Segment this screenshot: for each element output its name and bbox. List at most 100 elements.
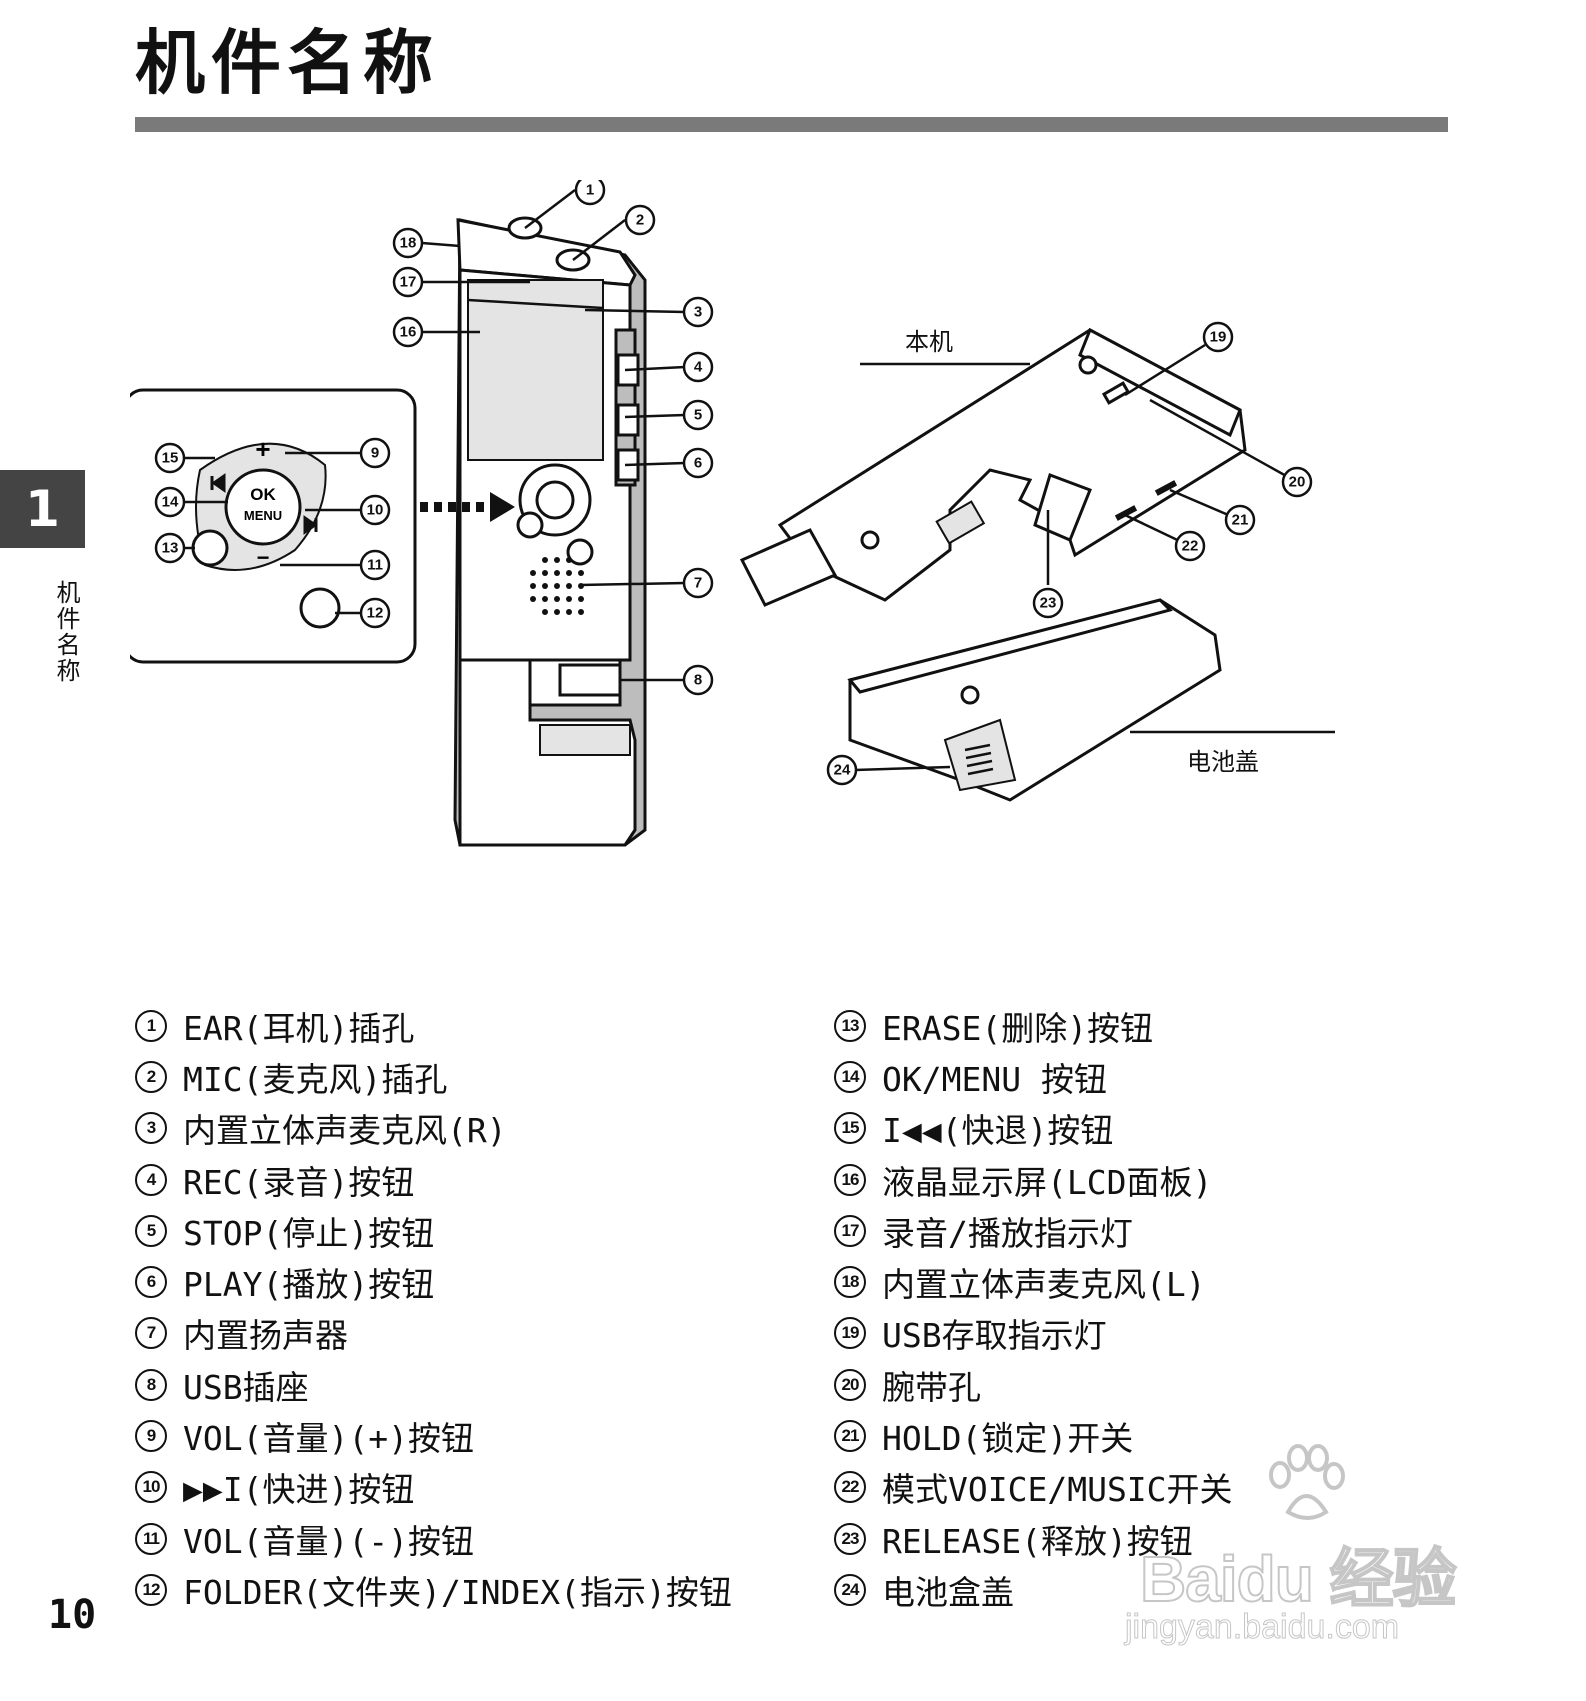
chapter-side-label: 机件名称 — [52, 580, 80, 684]
item-number: 8 — [135, 1368, 167, 1401]
item-text: 腕带孔 — [882, 1367, 981, 1407]
callout-15: 15 — [154, 442, 186, 474]
svg-text:2: 2 — [636, 212, 644, 229]
item-text: I◀◀(快退)按钮 — [882, 1111, 1114, 1151]
callout-13: 13 — [154, 532, 186, 564]
svg-text:22: 22 — [1182, 538, 1199, 555]
item-text: VOL(音量)(-)按钮 — [183, 1521, 474, 1561]
callout-1: 1 — [574, 180, 606, 206]
callout-22: 22 — [1174, 530, 1206, 562]
svg-text:21: 21 — [1232, 512, 1249, 529]
label-main-unit: 本机 — [905, 328, 953, 356]
watermark-url: jingyan.baidu.com — [1124, 1608, 1400, 1647]
svg-text:20: 20 — [1289, 474, 1306, 491]
item-number: 24 — [834, 1573, 866, 1606]
button-zoom-inset: OK MENU + − — [130, 388, 417, 664]
svg-text:12: 12 — [367, 605, 384, 622]
svg-text:4: 4 — [694, 359, 703, 376]
recorder-front — [453, 216, 647, 847]
item-text: 内置立体声麦克风(L) — [882, 1265, 1206, 1305]
page-number: 10 — [48, 1592, 97, 1638]
svg-text:13: 13 — [162, 540, 179, 557]
item-text: 电池盒盖 — [882, 1572, 1014, 1612]
svg-text:1: 1 — [586, 182, 594, 199]
speaker-grille — [530, 557, 584, 615]
item-text: FOLDER(文件夹)/INDEX(指示)按钮 — [183, 1572, 732, 1612]
svg-text:11: 11 — [367, 557, 383, 574]
list-item: 20 腕带孔 — [834, 1359, 1233, 1410]
svg-text:23: 23 — [1040, 595, 1057, 612]
item-number: 7 — [135, 1317, 167, 1350]
callout-4: 4 — [682, 351, 714, 383]
list-item: 17 录音/播放指示灯 — [834, 1205, 1233, 1256]
mode-switch-marks — [1114, 480, 1178, 521]
svg-text:9: 9 — [371, 445, 379, 462]
battery-cover-grip — [964, 743, 994, 776]
item-number: 23 — [834, 1522, 866, 1555]
minus-label: − — [257, 545, 270, 570]
label-battery-cover: 电池盖 — [1187, 748, 1259, 776]
item-text: STOP(停止)按钮 — [183, 1213, 435, 1253]
item-text: 内置立体声麦克风(R) — [183, 1111, 507, 1151]
watermark-logo-text: Baidu 经验 — [1139, 1542, 1458, 1616]
item-text: USB存取指示灯 — [882, 1316, 1107, 1356]
item-text: REC(录音)按钮 — [183, 1162, 415, 1202]
recorder-rear: 本机 — [739, 327, 1247, 607]
callout-17: 17 — [392, 266, 424, 298]
callout-5: 5 — [682, 399, 714, 431]
item-number: 13 — [834, 1009, 866, 1042]
item-number: 9 — [135, 1420, 167, 1453]
plus-label: + — [255, 434, 270, 464]
callout-8: 8 — [682, 664, 714, 696]
item-number: 5 — [135, 1214, 167, 1247]
item-number: 18 — [834, 1266, 866, 1299]
svg-text:16: 16 — [400, 324, 417, 341]
callout-21: 21 — [1224, 504, 1256, 536]
list-item: 10▶▶I(快进)按钮 — [135, 1462, 732, 1513]
callout-6: 6 — [682, 447, 714, 479]
item-text: EAR(耳机)插孔 — [183, 1008, 415, 1048]
callout-16: 16 — [392, 316, 424, 348]
item-number: 19 — [834, 1317, 866, 1350]
callout-14: 14 — [154, 486, 186, 518]
battery-cover: 电池盖 — [847, 598, 1335, 802]
item-number: 22 — [834, 1471, 866, 1504]
callout-12: 12 — [359, 597, 391, 629]
callout-10: 10 — [359, 494, 391, 526]
svg-text:3: 3 — [694, 304, 702, 321]
callout-20: 20 — [1281, 466, 1313, 498]
svg-text:17: 17 — [400, 274, 417, 291]
callout-7: 7 — [682, 567, 714, 599]
svg-text:18: 18 — [400, 235, 417, 252]
callout-24: 24 — [826, 754, 858, 786]
item-number: 20 — [834, 1368, 866, 1401]
callout-23: 23 — [1032, 587, 1064, 619]
list-item: 24 电池盒盖 — [834, 1564, 1233, 1615]
item-text: 录音/播放指示灯 — [882, 1213, 1133, 1253]
item-text: VOL(音量)(+)按钮 — [183, 1419, 474, 1459]
item-number: 17 — [834, 1214, 866, 1247]
item-number: 14 — [834, 1060, 866, 1093]
svg-text:6: 6 — [694, 455, 702, 472]
svg-text:15: 15 — [162, 450, 179, 467]
item-number: 4 — [135, 1163, 167, 1196]
svg-text:19: 19 — [1210, 329, 1227, 346]
item-number: 21 — [834, 1420, 866, 1453]
item-number: 12 — [135, 1573, 167, 1606]
callout-11: 11 — [359, 549, 391, 581]
item-text: USB插座 — [183, 1367, 309, 1407]
item-number: 2 — [135, 1060, 167, 1093]
item-text: 液晶显示屏(LCD面板) — [882, 1162, 1213, 1202]
svg-text:5: 5 — [694, 407, 702, 424]
list-item: 9 VOL(音量)(+)按钮 — [135, 1410, 732, 1461]
